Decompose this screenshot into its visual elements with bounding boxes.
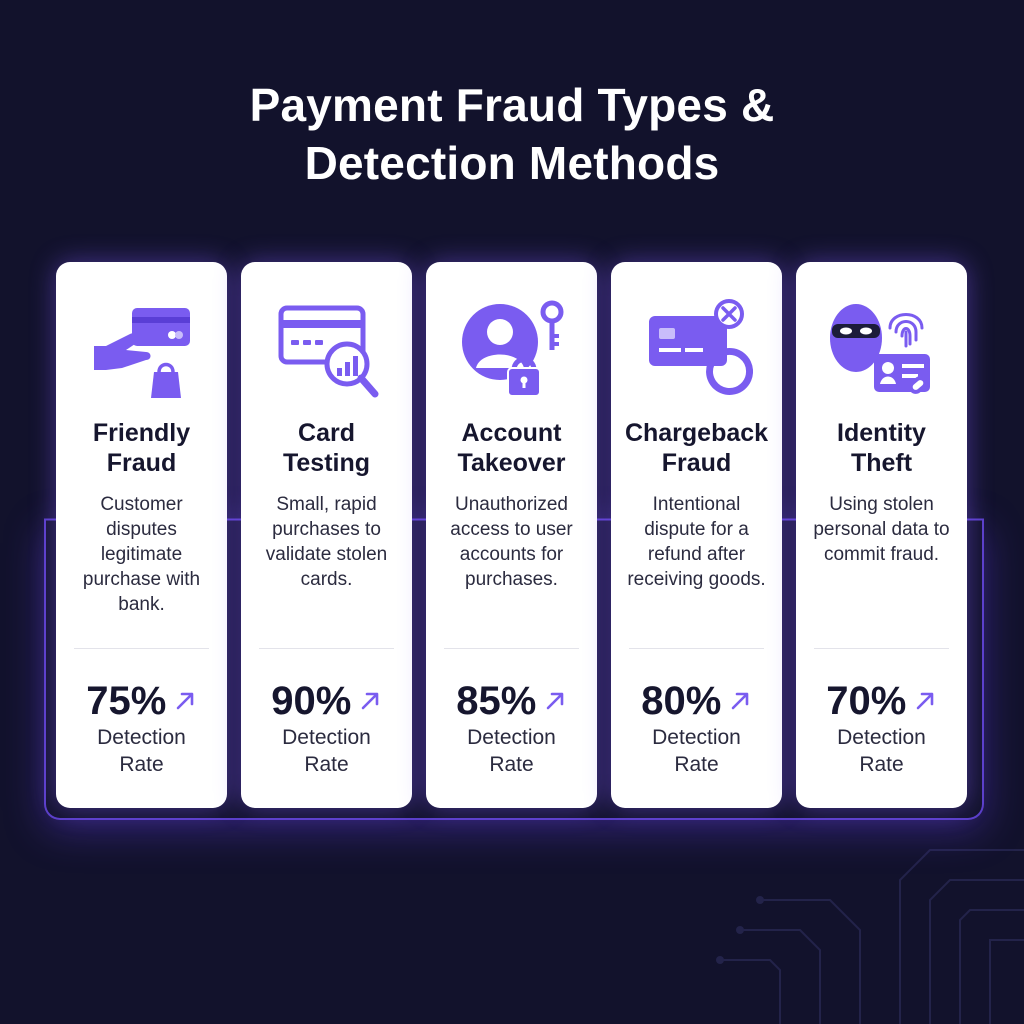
arrow-up-right-icon: [546, 692, 564, 710]
detection-rate-label: Detection Rate: [796, 724, 967, 778]
detection-rate: 80%: [611, 678, 782, 724]
card-magnifier-icon: [278, 305, 379, 398]
card-description: Unauthorized access to user accounts for…: [450, 494, 573, 590]
card-divider: [259, 648, 394, 649]
rate-label-line2: Rate: [674, 753, 719, 776]
rate-label-line1: Detection: [467, 726, 556, 749]
card-title-line1: Identity: [837, 419, 926, 447]
detection-rate: 75%: [56, 678, 227, 724]
card-title: Friendly Fraud: [62, 418, 221, 478]
card-description: Intentional dispute for a refund after r…: [627, 494, 766, 590]
card-title-line1: Account: [461, 419, 562, 447]
card-title-line2: Takeover: [457, 449, 566, 477]
card-divider: [814, 648, 949, 649]
fraud-card-friendly-fraud: Friendly Fraud Customer disputes legitim…: [56, 262, 227, 808]
detection-rate: 85%: [426, 678, 597, 724]
card-description: Using stolen personal data to commit fra…: [813, 494, 950, 565]
card-refund-icon: [649, 299, 753, 395]
detection-rate-value: 70%: [826, 679, 907, 723]
rate-label-line1: Detection: [97, 726, 186, 749]
arrow-up-right-icon: [916, 692, 934, 710]
rate-label-line1: Detection: [282, 726, 371, 749]
card-divider: [629, 648, 764, 649]
detection-rate-label: Detection Rate: [241, 724, 412, 778]
fraud-card-card-testing: Card Testing Small, rapid purchases to v…: [241, 262, 412, 808]
rate-label-line2: Rate: [859, 753, 904, 776]
detection-rate-label: Detection Rate: [611, 724, 782, 778]
arrow-up-right-icon: [176, 692, 194, 710]
card-title-line2: Testing: [282, 449, 371, 477]
detection-rate: 70%: [796, 678, 967, 724]
rate-label-line1: Detection: [652, 726, 741, 749]
card-title-line2: Theft: [850, 449, 913, 477]
rate-label-line2: Rate: [119, 753, 164, 776]
detection-rate-label: Detection Rate: [56, 724, 227, 778]
page-title: Payment Fraud Types & Detection Methods: [0, 76, 1024, 192]
detection-rate-value: 75%: [86, 679, 167, 723]
detection-rate-label: Detection Rate: [426, 724, 597, 778]
detection-rate: 90%: [241, 678, 412, 724]
page-title-line2: Detection Methods: [304, 137, 720, 189]
user-lock-key-icon: [462, 300, 564, 397]
cards-tray: [44, 520, 984, 820]
card-title: Chargeback Fraud: [617, 418, 776, 478]
detection-rate-value: 85%: [456, 679, 537, 723]
rate-label-line2: Rate: [489, 753, 534, 776]
card-title-line1: Chargeback: [624, 419, 769, 447]
card-title: Card Testing: [247, 418, 406, 478]
rate-label-line2: Rate: [304, 753, 349, 776]
card-title-line1: Card: [298, 419, 355, 447]
card-divider: [74, 648, 209, 649]
fraud-card-chargeback-fraud: Chargeback Fraud Intentional dispute for…: [611, 262, 782, 808]
card-description: Small, rapid purchases to validate stole…: [265, 494, 388, 590]
card-title: Account Takeover: [432, 418, 591, 478]
hand-card-shopping-bag-icon: [94, 308, 190, 398]
rate-label-line1: Detection: [837, 726, 926, 749]
detection-rate-value: 80%: [641, 679, 722, 723]
arrow-up-right-icon: [361, 692, 379, 710]
card-divider: [444, 648, 579, 649]
page-title-line1: Payment Fraud Types &: [249, 79, 775, 131]
fraud-card-identity-theft: Identity Theft Using stolen personal dat…: [796, 262, 967, 808]
arrow-up-right-icon: [731, 692, 749, 710]
masked-thief-fingerprint-id-icon: [830, 304, 930, 394]
card-description: Customer disputes legitimate purchase wi…: [82, 494, 201, 615]
card-title-line2: Fraud: [661, 449, 732, 477]
card-title-line2: Fraud: [106, 449, 177, 477]
card-title-line1: Friendly: [92, 419, 191, 447]
detection-rate-value: 90%: [271, 679, 352, 723]
card-title: Identity Theft: [802, 418, 961, 478]
fraud-card-account-takeover: Account Takeover Unauthorized access to …: [426, 262, 597, 808]
